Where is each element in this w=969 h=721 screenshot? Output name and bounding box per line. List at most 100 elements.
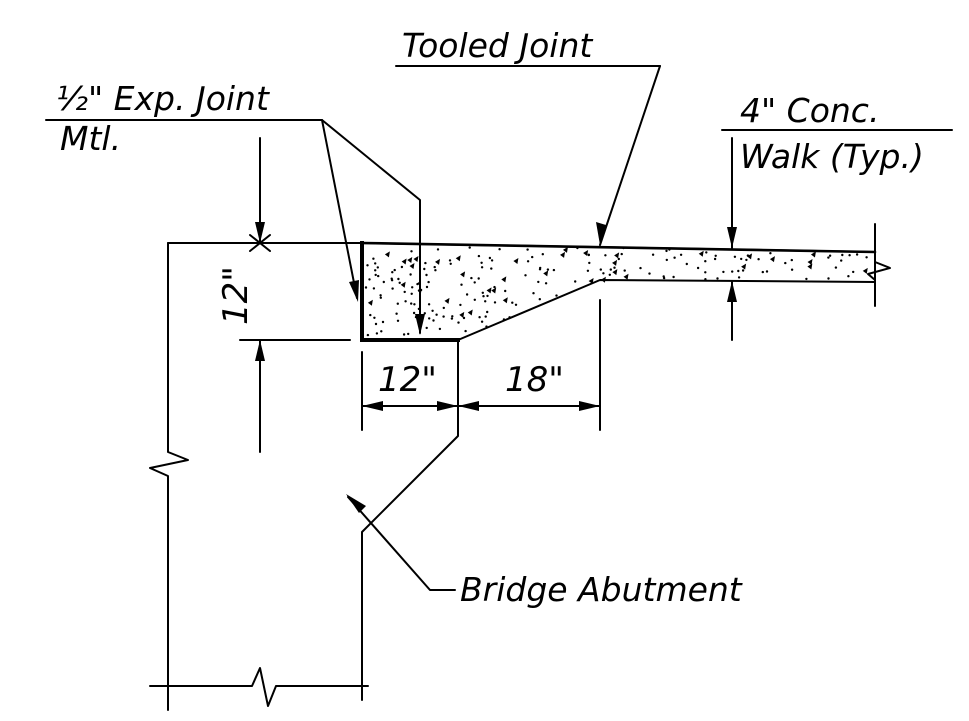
stipple-dot [731,270,734,273]
abutment-arrowhead [346,494,366,513]
expansion-joint-material [360,241,460,342]
stipple-dot [374,273,377,277]
stipple-dot [761,270,764,274]
stipple-dot [427,280,430,284]
slab-edge-line [360,241,877,254]
stipple-dot [812,250,815,253]
stipple-dot [576,246,579,250]
stipple-dot [531,255,534,259]
tick-mark-b [249,234,271,252]
stipple-dot [588,261,591,265]
exp-joint-arrowhead-2 [415,314,425,335]
stipple-dot [416,282,419,286]
stipple-dot [862,267,868,274]
stipple-dot [413,303,416,306]
stipple-dot [639,266,642,270]
stipple-dot [403,290,406,294]
stipple-dot [398,281,401,284]
stipple-dot [366,333,370,337]
arrow-18-left [458,401,479,411]
stipple-dot [537,280,540,284]
stipple-dot [790,268,794,271]
stipple-dot [651,253,655,256]
stipple-dot [455,255,461,262]
tooled-joint-arrowhead [596,222,606,245]
stipple-dot [865,256,868,259]
stipple-dot [679,253,683,256]
stipple-dot [382,280,385,284]
stipple-dot [364,286,368,289]
stipple-dot [538,268,542,271]
stipple-dot [372,257,375,260]
stipple-dot [368,278,371,281]
stipple-dot [532,292,535,295]
bridge-abutment-text: Bridge Abutment [460,570,743,609]
stipple-dot [410,302,413,305]
exp-joint-text-line2: Mtl. [60,119,121,158]
stipple-dot [685,262,688,266]
stipple-dot [745,258,748,262]
stipple-dot [486,294,489,298]
stipple-dot [493,301,497,304]
stipple-dot [587,253,590,256]
stipple-dot [498,248,501,251]
bridge-abutment-outline [149,242,459,711]
stipple-dot [375,332,379,335]
stipple-dot [465,293,469,296]
stipple-dot [477,277,480,280]
stipple-dot [431,309,434,312]
stipple-dot [524,274,527,277]
stipple-dot [555,294,558,297]
stipple-dot [672,275,675,279]
exp-joint-label: ½" Exp. Joint Mtl. [45,79,425,335]
stipple-dot [805,277,808,281]
stipple-dot [449,262,452,265]
stipple-dot [600,276,606,283]
exp-joint-bold-line [360,241,460,342]
stipple-dot [402,333,406,336]
stipple-dot [404,300,407,303]
stipple-dot [810,251,816,258]
stipple-dot [747,253,753,260]
stipple-dot [599,268,602,271]
stipple-dot [604,254,607,257]
stipple-dot [374,322,378,326]
stipple-dot [481,291,484,294]
stipple-dot [424,261,427,265]
stipple-dot [473,298,476,301]
stipple-dot [425,285,429,289]
stipple-dot [828,254,832,257]
stipple-dot [390,277,393,280]
stipple-dot [608,273,611,276]
stipple-dot [467,309,473,316]
stipple-dot [704,278,707,281]
stipple-dot [470,276,473,280]
stipple-dot [407,332,410,336]
stipple-dot [847,275,850,278]
stipple-dot [423,267,426,271]
stipple-dot [617,257,620,261]
abutment-backwall-face [361,339,459,701]
stipple-dot [450,317,454,320]
stipple-dot [433,265,436,269]
stipple-dot [367,299,373,306]
exp-joint-text-line1: ½" Exp. Joint [56,79,270,118]
stipple-dot [486,287,492,294]
taper-width-dim-value: 18" [505,360,564,400]
stipple-dot [552,268,556,272]
stipple-dot [713,257,717,261]
stipple-dot [665,249,668,253]
stipple-dot [451,315,454,318]
stipple-dot [769,252,772,255]
walk-dim-arrow-down [727,227,737,248]
walk-dim-arrow-up [727,281,737,302]
stipple-dot [395,312,398,315]
stipple-dot [544,282,548,285]
stipple-dot [373,316,376,319]
stipple-dot [741,263,747,270]
vertical-12in-dimension: 12" [216,137,351,453]
stipple-dot [488,256,492,260]
stipple-dot [459,303,462,307]
stipple-dot [435,258,441,265]
slab-break-symbol [867,223,891,307]
